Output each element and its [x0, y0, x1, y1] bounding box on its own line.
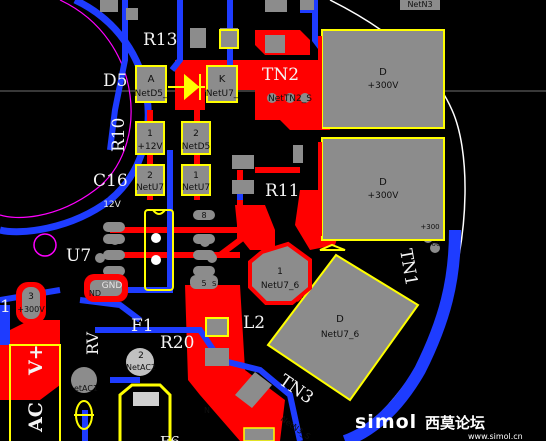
tn2-net: NetTN2_S [268, 94, 312, 104]
gnd-pad[interactable] [90, 280, 122, 296]
r20-pad[interactable] [205, 348, 229, 366]
mounting-hole [33, 233, 57, 257]
u7-pin-s[interactable] [190, 275, 218, 289]
designator-c16: C16 [93, 171, 128, 191]
keepout-arc [0, 0, 132, 219]
d5-pad-k[interactable] [206, 65, 238, 103]
r10-pad-2[interactable] [181, 121, 211, 155]
watermark-brand: simol [355, 411, 417, 433]
designator-tn2: TN2 [262, 65, 299, 85]
designator-r10: R10 [109, 118, 129, 152]
watermark-chinese: 西莫论坛 [425, 414, 485, 432]
pad3-net: +300V [17, 305, 45, 314]
cap-bot-net: NetU7_6 [321, 330, 360, 340]
d5-k-net: NetU7_ [206, 89, 239, 99]
connector-outline [9, 344, 61, 441]
u7-notch [152, 209, 166, 215]
designator-vplus: V+ [25, 344, 47, 376]
l2-small-pad[interactable] [205, 317, 229, 337]
cap-mid-net: +300V [368, 191, 400, 201]
u7-nd-label: ND [89, 289, 101, 298]
watermark: simol 西莫论坛 www.simol.cn [355, 411, 523, 441]
rv-pad-label: 2 [138, 351, 144, 361]
r10-pad-1[interactable] [135, 121, 165, 155]
c16-2-net: NetU7 [182, 183, 210, 193]
cap-mid-label: D [379, 177, 387, 188]
c16-2-label: 1 [193, 171, 199, 181]
copper-pour-left [0, 320, 60, 400]
u7-body [144, 209, 174, 291]
u7-gnd-label: GND [102, 281, 123, 291]
cap-top-net: +300V [368, 81, 400, 91]
watermark-url: www.simol.cn [468, 432, 523, 441]
r10-2-label: 2 [193, 129, 199, 139]
designator-f1: F1 [131, 316, 154, 336]
rv-pad[interactable] [126, 348, 154, 376]
cap-top-label: D [379, 67, 387, 78]
designator-d5: D5 [103, 71, 127, 91]
d5-pad-a[interactable] [135, 65, 167, 103]
c16-pad-1[interactable] [135, 164, 165, 196]
ac1-net: etAC1 [74, 384, 98, 393]
designator-ac: AC [25, 402, 47, 433]
cap-edge-top [318, 36, 322, 130]
r10-2-net: NetD5 [182, 142, 210, 152]
cap-bot-label: D [336, 314, 344, 325]
c16-1-label: 2 [147, 171, 153, 181]
designator-r20: R20 [160, 333, 194, 353]
inductor-pad-notch [319, 243, 346, 251]
fuse-pad[interactable] [133, 392, 159, 406]
pad3-label: 3 [28, 292, 34, 302]
d5-a-label: A [148, 74, 155, 85]
designator-rv: RV [83, 332, 102, 355]
ac1-pad[interactable] [71, 367, 97, 393]
u7-pins [103, 210, 215, 276]
r10-1-label: 1 [147, 129, 153, 139]
bottom-pad-2[interactable] [243, 427, 275, 441]
d5-a-net: NetD5_ [135, 89, 168, 99]
u7-pin-marker [151, 255, 161, 265]
cap-pad-top[interactable] [321, 29, 445, 129]
copper-pour-r11 [235, 205, 275, 250]
inductor-pad[interactable] [266, 253, 420, 402]
c16-pad-2[interactable] [181, 164, 211, 196]
l2-octagon-pad[interactable] [248, 241, 312, 305]
u7-s-label: S [212, 280, 217, 288]
pad3[interactable] [22, 287, 40, 319]
tn3-n-label: N [204, 406, 210, 415]
designator-r13: R13 [143, 30, 177, 50]
copper-pour-left-blue [0, 305, 10, 345]
edge-00-label: 00 [432, 240, 441, 248]
l2-pad-label: 1 [277, 267, 283, 277]
designator-l2: L2 [243, 313, 265, 333]
designator-tn1: TN1 [395, 247, 421, 287]
l2-pad-net: NetU7_6 [261, 281, 300, 291]
c16-1-net: NetU7 [136, 183, 164, 193]
fuse-outline [118, 383, 172, 441]
designator-r11: R11 [265, 181, 299, 201]
top-net-label: NetN3 [407, 0, 432, 9]
designator-f6: F6 [160, 433, 180, 441]
u7-pin5-label: 5 [201, 279, 206, 288]
cap-pad-middle[interactable] [321, 137, 445, 241]
d5-k-label: K [219, 74, 226, 85]
designator-u7: U7 [66, 246, 91, 266]
cap-edge-middle [318, 142, 322, 236]
rv-pad-net: NetAC2 [126, 363, 156, 372]
r10-1-net: +12V [137, 142, 163, 152]
diode-symbol [168, 73, 205, 101]
edge-trace-blue [342, 229, 461, 441]
designator-one: 1 [0, 297, 11, 317]
u7-12v-label: 12V [103, 200, 121, 210]
r13-pad[interactable] [219, 29, 239, 49]
edge-300-label: +300 [420, 223, 439, 231]
u7-pin1-marker [151, 233, 161, 243]
tn3-pad[interactable] [235, 372, 272, 408]
u7-pin8-label: 8 [201, 211, 206, 220]
